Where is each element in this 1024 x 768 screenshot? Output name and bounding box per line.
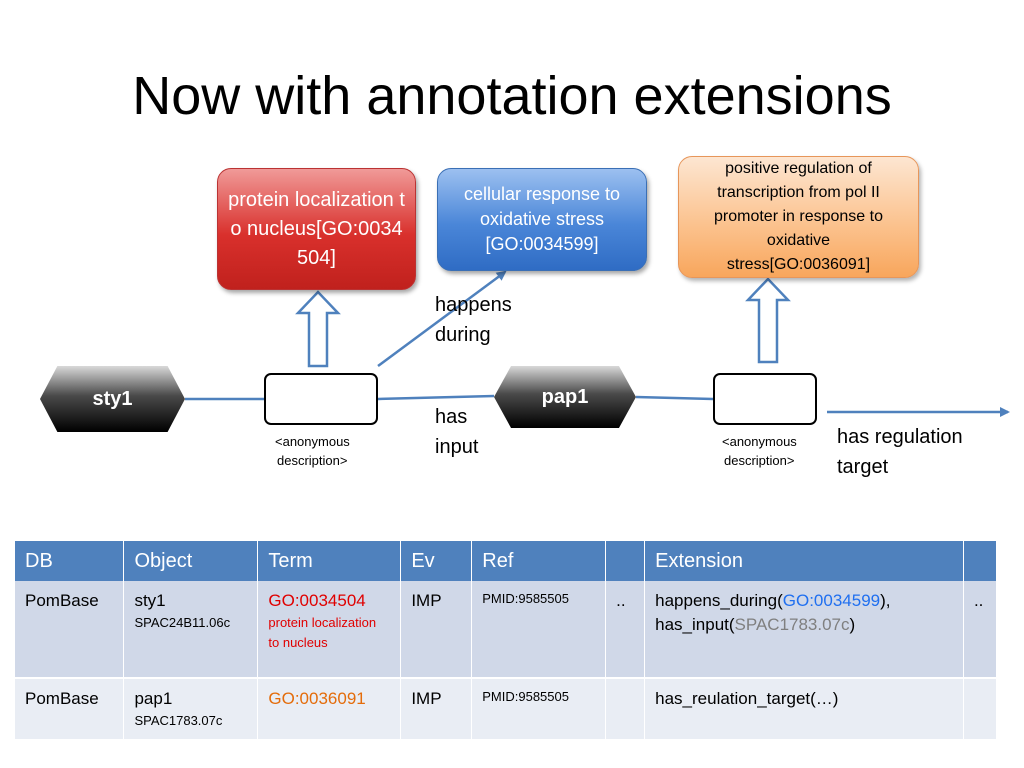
cell-ev: IMP bbox=[400, 678, 473, 739]
cell-extension: has_reulation_target(…) bbox=[644, 678, 964, 739]
extension-gene-id: SPAC1783.07c bbox=[734, 615, 850, 634]
cell-db: PomBase bbox=[15, 581, 125, 678]
cell-object: sty1 SPAC24B11.06c bbox=[123, 581, 259, 678]
cell-blank-2 bbox=[963, 678, 998, 739]
table-row: PomBase pap1 SPAC1783.07c GO:0036091 IMP… bbox=[15, 678, 998, 739]
go-term-box-localization: protein localization to nucleus[GO:00345… bbox=[217, 168, 416, 290]
edge-happens-during bbox=[377, 270, 507, 368]
col-header-object: Object bbox=[123, 541, 259, 581]
col-header-ref: Ref bbox=[471, 541, 607, 581]
cell-blank-1: .. bbox=[605, 581, 646, 678]
term-id: GO:0036091 bbox=[268, 689, 366, 708]
anonymous-node-1 bbox=[264, 373, 378, 425]
go-term-box-transcription: positive regulation of transcription fro… bbox=[678, 156, 919, 278]
table-row: PomBase sty1 SPAC24B11.06c GO:0034504 pr… bbox=[15, 581, 998, 678]
annotation-table: DB Object Term Ev Ref Extension PomBase … bbox=[15, 541, 998, 739]
object-id: SPAC1783.07c bbox=[134, 713, 223, 728]
cell-term: GO:0034504 protein localization to nucle… bbox=[257, 581, 402, 678]
col-header-blank-2 bbox=[963, 541, 998, 581]
anonymous-node-2 bbox=[713, 373, 817, 425]
go-term-transcription-text: positive regulation of transcription fro… bbox=[714, 160, 883, 273]
hollow-up-arrow-1 bbox=[295, 290, 341, 368]
node-sty1: sty1 bbox=[40, 366, 185, 432]
cell-term: GO:0036091 bbox=[257, 678, 402, 739]
go-term-oxidative-stress-text: cellular response to oxidative stress [G… bbox=[463, 184, 621, 254]
col-header-db: DB bbox=[15, 541, 125, 581]
object-id: SPAC24B11.06c bbox=[134, 615, 231, 630]
col-header-blank-1 bbox=[605, 541, 646, 581]
cell-object: pap1 SPAC1783.07c bbox=[123, 678, 259, 739]
term-id: GO:0034504 bbox=[268, 591, 366, 610]
object-symbol: pap1 bbox=[134, 689, 173, 708]
cell-blank-2: .. bbox=[963, 581, 998, 678]
go-term-localization-text: protein localization to nucleus[GO:00345… bbox=[228, 188, 405, 269]
node-pap1: pap1 bbox=[494, 366, 636, 428]
go-term-box-oxidative-stress: cellular response to oxidative stress [G… bbox=[437, 168, 647, 271]
col-header-extension: Extension bbox=[644, 541, 964, 581]
col-header-term: Term bbox=[257, 541, 402, 581]
cell-extension: happens_during(GO:0034599), has_input(SP… bbox=[644, 581, 964, 678]
edge-has-input bbox=[377, 394, 495, 401]
object-symbol: sty1 bbox=[134, 591, 166, 610]
extension-go-id: GO:0034599 bbox=[782, 591, 881, 610]
hollow-up-arrow-2 bbox=[745, 277, 791, 364]
col-header-ev: Ev bbox=[400, 541, 473, 581]
cell-ev: IMP bbox=[400, 581, 473, 678]
cell-db: PomBase bbox=[15, 678, 125, 739]
term-name: protein localization to nucleus bbox=[268, 615, 377, 650]
cell-ref: PMID:9585505 bbox=[471, 581, 607, 678]
cell-blank-1 bbox=[605, 678, 646, 739]
cell-ref: PMID:9585505 bbox=[471, 678, 607, 739]
edge-pap1-anon2 bbox=[635, 395, 714, 401]
page-title: Now with annotation extensions bbox=[132, 66, 892, 126]
table-header-row: DB Object Term Ev Ref Extension bbox=[15, 541, 998, 581]
